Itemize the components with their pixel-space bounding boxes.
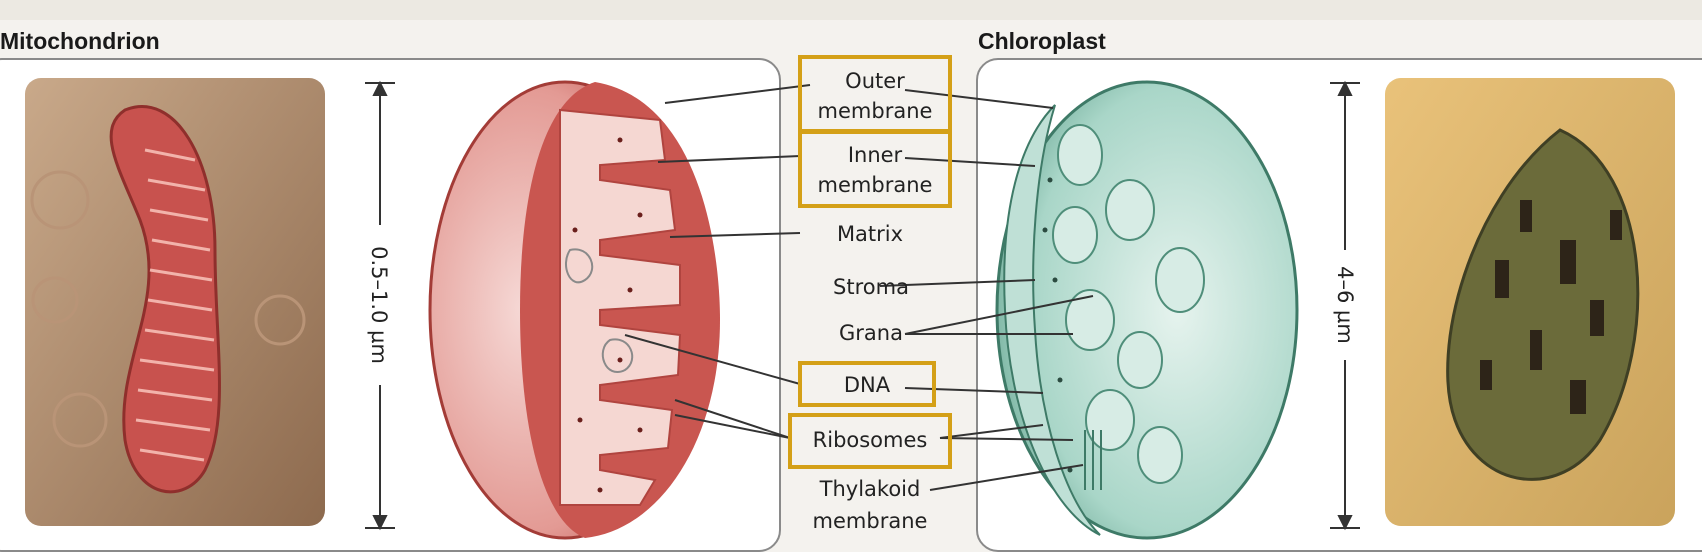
ribosomes-highlight [788,413,952,469]
label-outer-line1: Outer [845,69,905,93]
label-inner-line2: membrane [818,173,933,197]
chloroplast-scale-label: 4–6 µm [1333,266,1357,344]
diagram-labels: Outer membrane Inner membrane Matrix Str… [813,69,933,533]
label-grana: Grana [839,321,903,345]
mitochondrion-micrograph [25,78,325,526]
label-thylakoid-line2: membrane [813,509,928,533]
inner-membrane-highlight [798,130,952,208]
label-outer-line2: membrane [818,99,933,123]
header-strip [0,0,1702,20]
leader-lines [624,84,1094,491]
label-ribosomes: Ribosomes [813,428,928,452]
dna-highlight [798,361,936,407]
mitochondrion-scale-label: 0.5–1.0 µm [367,246,391,364]
label-inner-line1: Inner [848,143,903,167]
chloroplast-scale-bar [1330,80,1360,531]
label-stroma: Stroma [833,275,909,299]
chloroplast-title: Chloroplast [978,28,1106,54]
label-dna: DNA [844,373,891,397]
mitochondrion-scale-bar [365,80,395,531]
label-thylakoid-line1: Thylakoid [819,477,921,501]
highlight-boxes [788,55,952,469]
mitochondrion-illustration [428,80,720,540]
mitochondrion-title: Mitochondrion [0,28,160,54]
chloroplast-micrograph [1385,78,1675,526]
chloroplast-illustration [995,80,1299,540]
label-matrix: Matrix [837,222,903,246]
